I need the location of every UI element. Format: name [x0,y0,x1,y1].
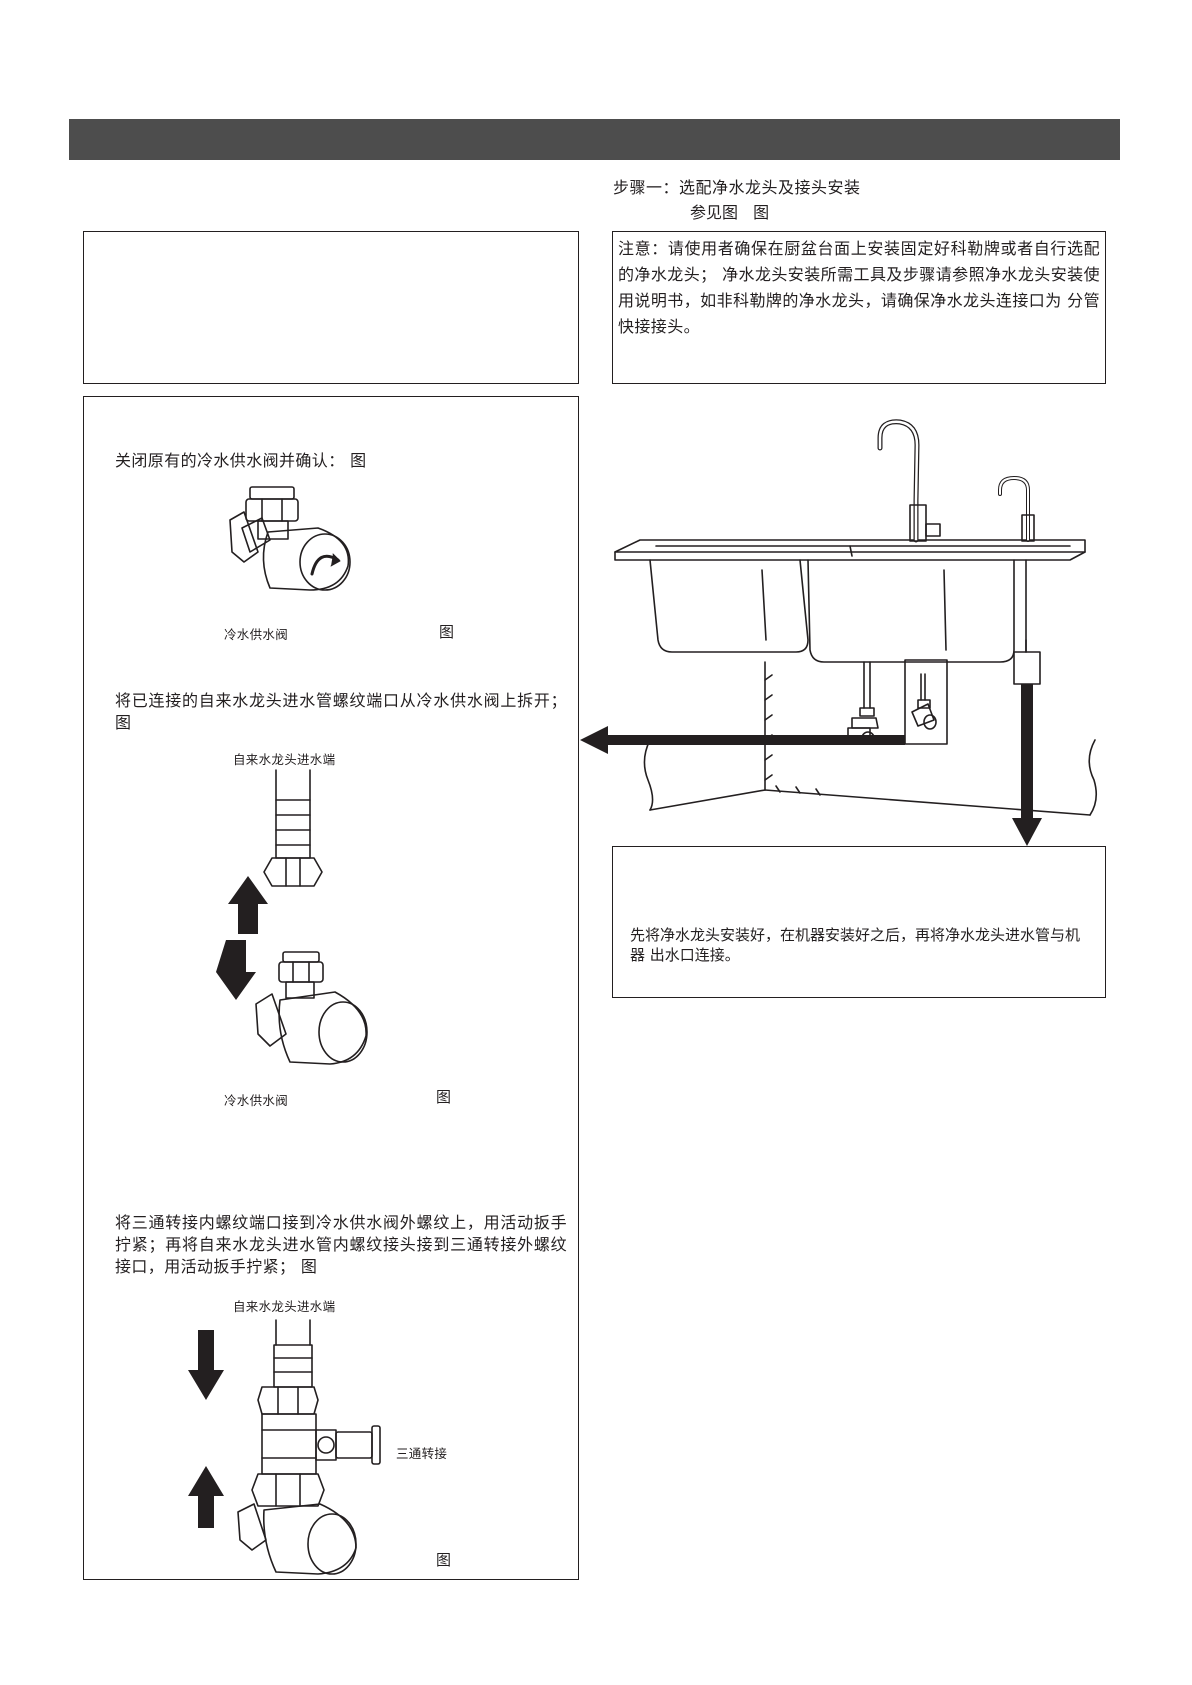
arrow-down-icon [188,1330,224,1400]
cold-water-valve-illustration [229,486,351,591]
note-body: 请使用者确保在厨盆台面上安装固定好科勒牌或者自行选配的净水龙头； 净水龙头安装所… [618,239,1100,336]
step-3-text: 将三通转接内螺纹端口接到冷水供水阀外螺纹上，用活动扳手拧紧；再将自来水龙头进水管… [115,1213,567,1276]
step-2-figure-label: 图 [436,1088,452,1106]
arrow-up-icon [228,876,268,934]
step-2-caption: 冷水供水阀 [224,1093,289,1108]
steps-panel [83,396,579,1580]
note-text: 注意：请使用者确保在厨盆台面上安装固定好科勒牌或者自行选配的净水龙头； 净水龙头… [618,236,1100,340]
step-1-caption: 冷水供水阀 [224,627,289,642]
note-box [612,231,1106,384]
step-title: 步骤一：选配净水龙头及接头安装 [613,178,861,197]
arrow-down-icon [1012,684,1042,846]
step-1-figure-label: 图 [439,623,455,641]
info-text: 先将净水龙头安装好，在机器安装好之后，再将净水龙头进水管与机器 出水口连接。 [630,926,1081,964]
step-3-side-caption: 三通转接 [396,1446,448,1461]
pipe-disconnect-illustration [255,769,368,1065]
step-1-text: 关闭原有的冷水供水阀并确认： 图 [115,451,367,470]
step-3-top-caption: 自来水龙头进水端 [233,1299,336,1314]
step-2-top-caption: 自来水龙头进水端 [233,752,336,767]
arrow-down-icon [216,940,256,1000]
step-3-figure-label: 图 [436,1551,452,1569]
arrow-left-icon [580,726,905,754]
step-figure-reference: 参见图 图 [690,203,770,222]
note-label: 注意： [618,239,668,258]
info-box [612,846,1106,998]
tee-adapter-illustration [237,1319,381,1575]
blank-notice-box-left [83,231,579,384]
step-2-text: 将已连接的自来水龙头进水管螺纹端口从冷水供水阀上拆开； 图 [115,691,567,732]
header-bar [69,119,1120,160]
sink-installation-illustration [614,419,1098,816]
arrow-up-icon [188,1466,224,1528]
